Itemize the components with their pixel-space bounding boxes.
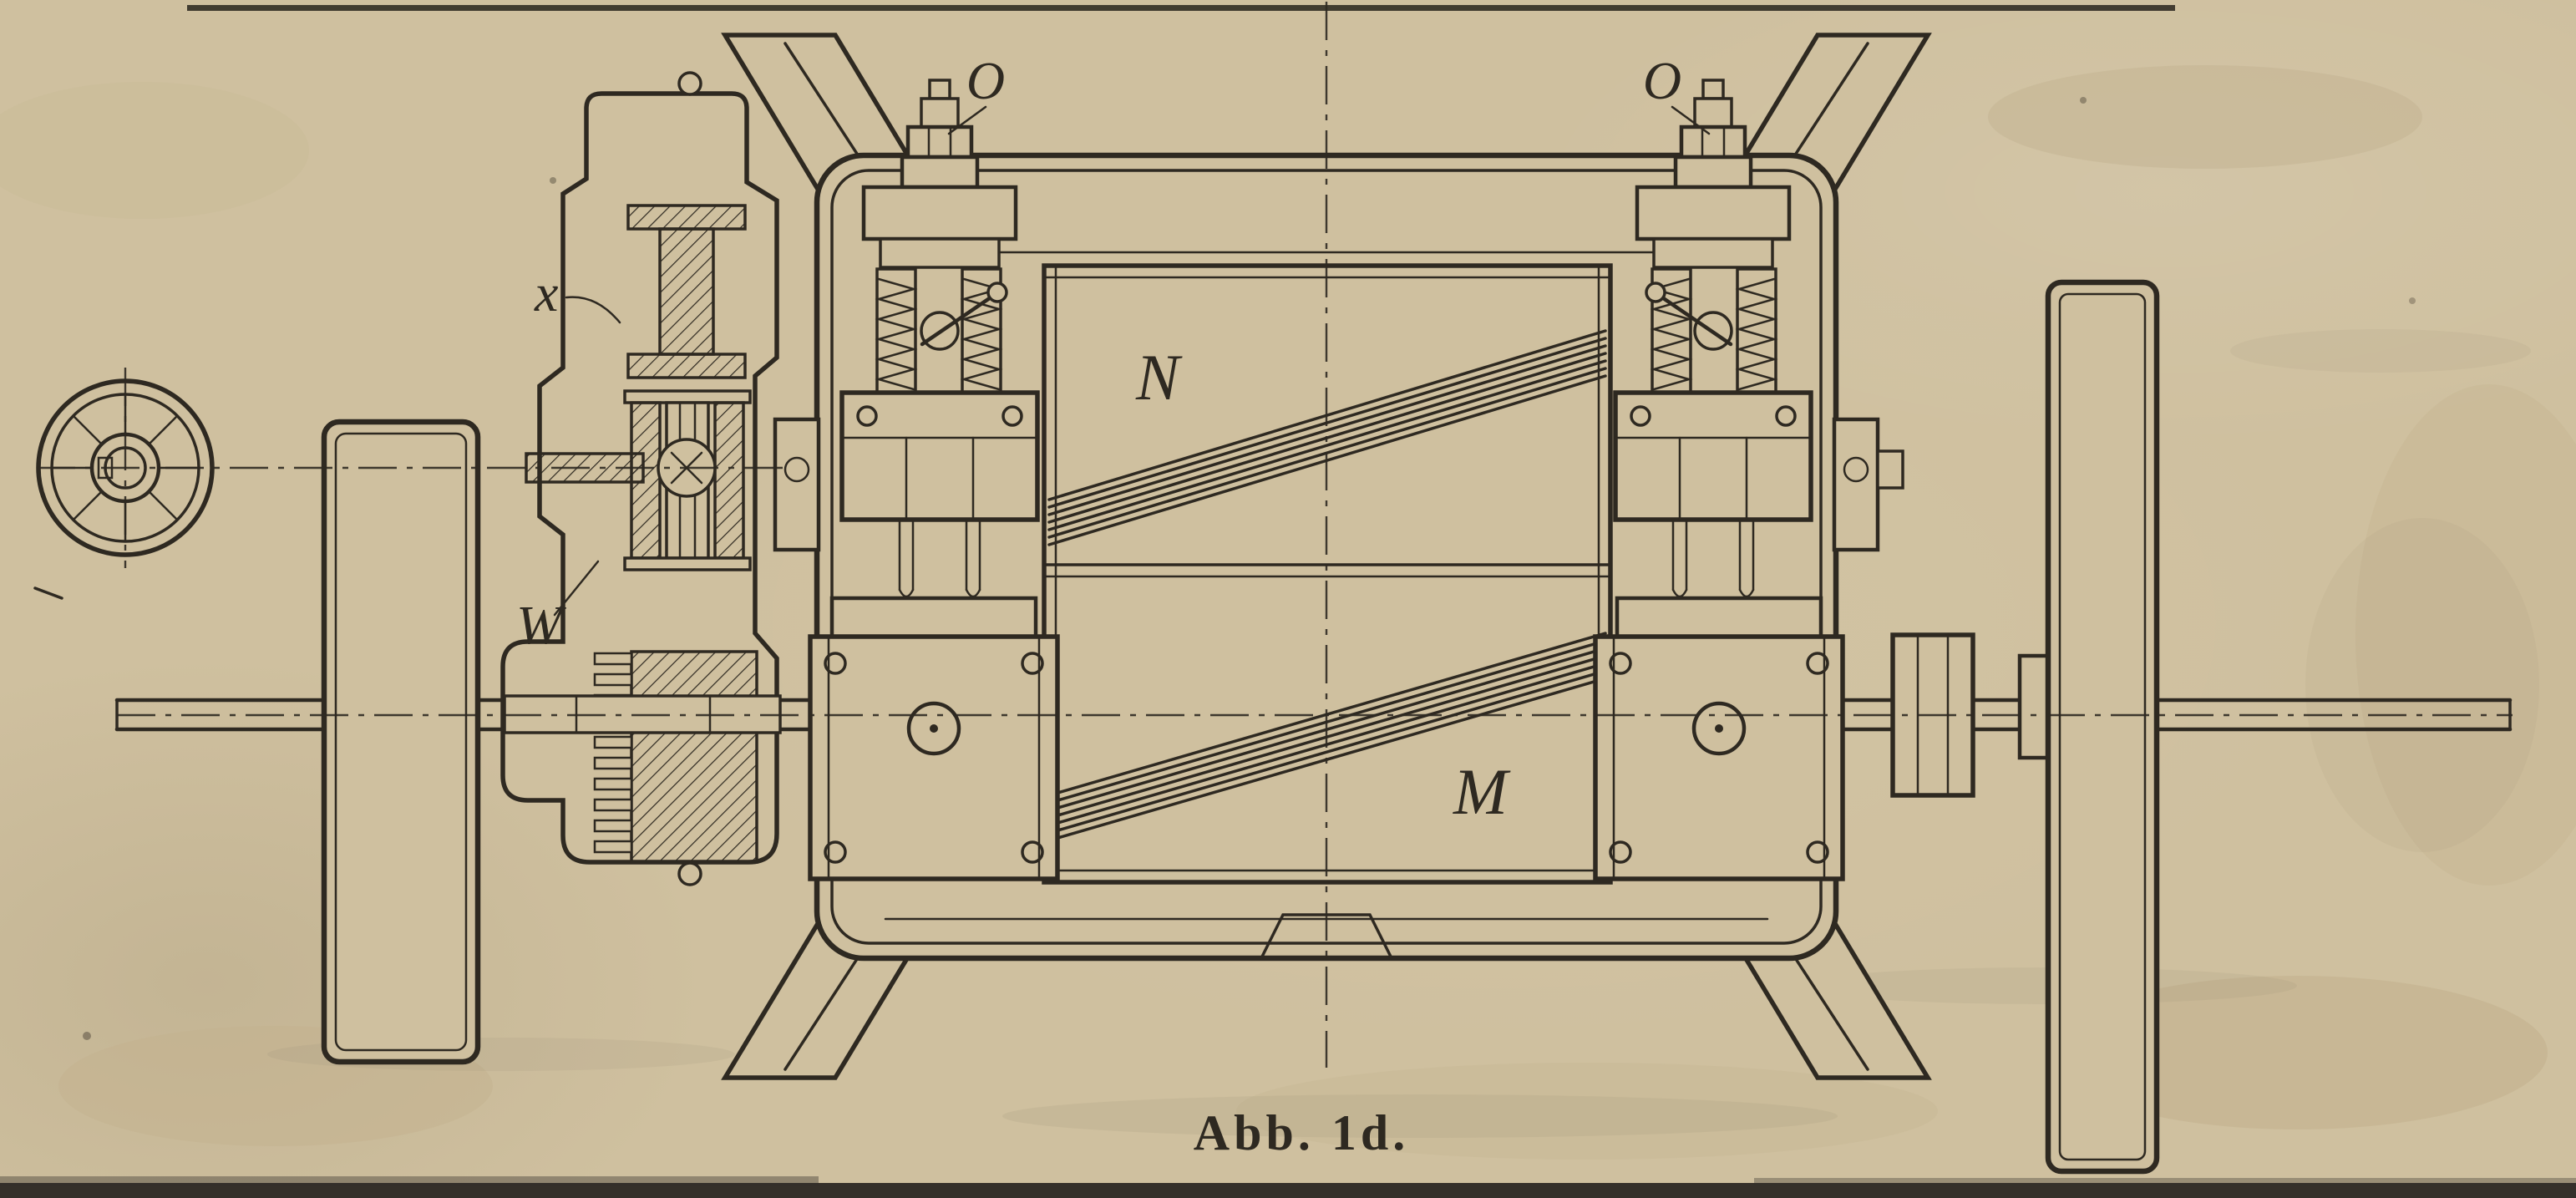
label-m: M xyxy=(1453,755,1511,828)
main-shaft xyxy=(114,698,2513,732)
clutch-gearbox xyxy=(500,71,782,886)
flywheel xyxy=(2045,279,2160,1175)
drive-pulley xyxy=(321,419,481,1065)
label-w: W xyxy=(516,595,566,656)
handwheel-end-view xyxy=(33,378,215,600)
side-adjuster-right xyxy=(1832,417,1904,552)
centerlines xyxy=(37,2,2513,1068)
side-adjuster-left xyxy=(773,417,821,552)
label-n: N xyxy=(1135,341,1183,414)
label-o-right: O xyxy=(1643,51,1681,110)
label-leaders xyxy=(553,105,1711,617)
label-o-left: O xyxy=(966,51,1005,110)
figure-caption: Abb. 1d. xyxy=(1194,1105,1409,1160)
top-rule xyxy=(187,5,2175,11)
label-x: x xyxy=(534,263,558,322)
flywheel-hub-boss xyxy=(2017,653,2052,760)
bottom-page-edge xyxy=(0,1176,2576,1198)
